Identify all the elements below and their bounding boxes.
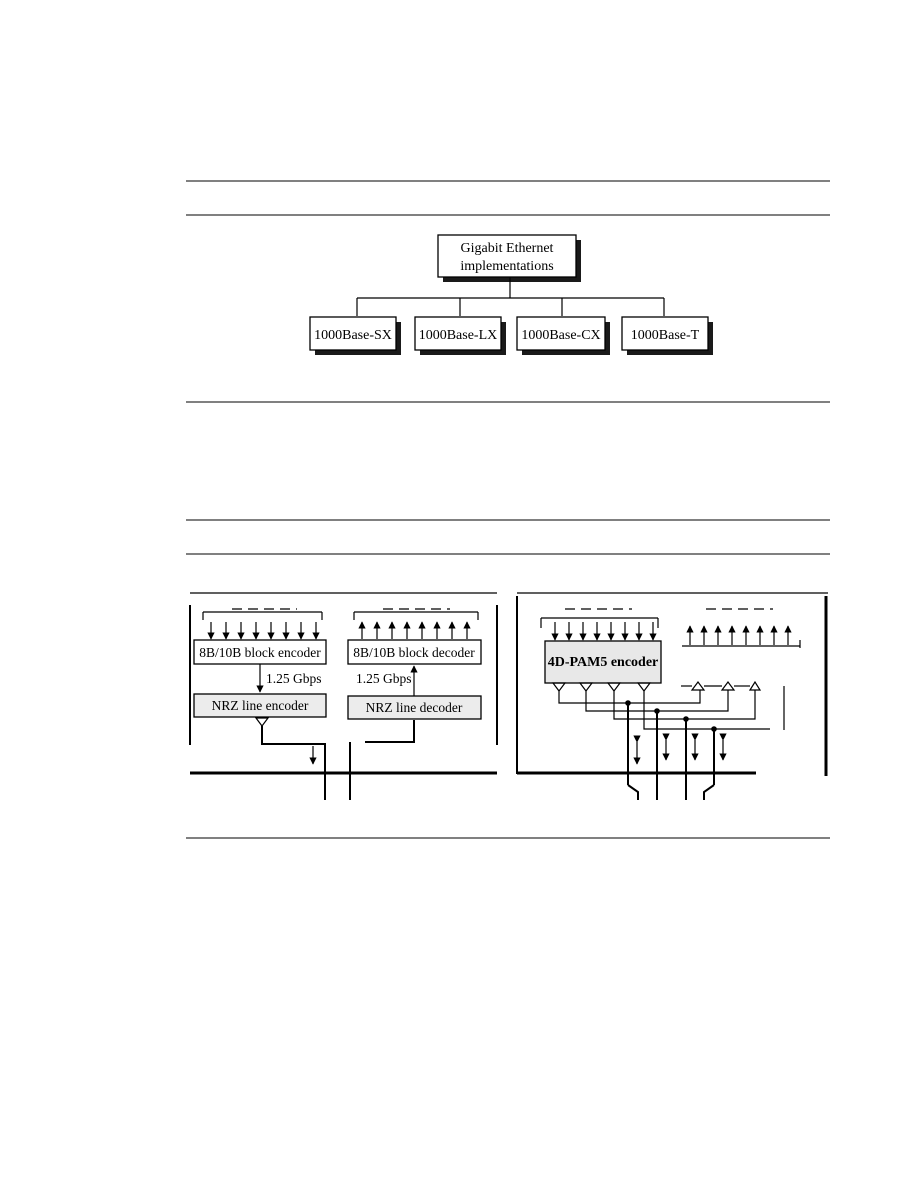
root-box: Gigabit Ethernet implementations	[437, 234, 581, 282]
tree-connectors	[356, 277, 665, 316]
encoding-diagram-left: 8B/10B block encoder 8B/10B block decode…	[189, 592, 498, 800]
svg-text:1000Base-LX: 1000Base-LX	[419, 328, 498, 343]
input-bits-down-arrows	[202, 608, 323, 640]
rx-rate-label: 1.25 Gbps	[356, 671, 412, 686]
child-box-cx: 1000Base-CX	[516, 316, 610, 355]
svg-text:1000Base-SX: 1000Base-SX	[314, 328, 392, 343]
pam5-wiring	[558, 690, 770, 800]
child-box-lx: 1000Base-LX	[414, 316, 506, 355]
pam5-output-up-arrows	[682, 608, 801, 648]
pam5-input-down-arrows	[540, 608, 659, 641]
svg-text:1000Base-CX: 1000Base-CX	[521, 328, 600, 343]
bidirectional-arrows	[633, 733, 727, 765]
nrz-line-decoder-box: NRZ line decoder	[347, 695, 482, 720]
tx-rate-label: 1.25 Gbps	[266, 671, 322, 686]
svg-text:NRZ line decoder: NRZ line decoder	[366, 700, 463, 715]
block-encoder-box: 8B/10B block encoder	[193, 639, 327, 665]
root-label-line1: Gigabit Ethernet	[461, 241, 554, 256]
child-box-sx: 1000Base-SX	[309, 316, 401, 355]
svg-text:4D-PAM5 encoder: 4D-PAM5 encoder	[548, 655, 659, 670]
svg-text:NRZ line encoder: NRZ line encoder	[212, 698, 309, 713]
pam5-encoder-box: 4D-PAM5 encoder	[544, 640, 662, 684]
svg-text:1000Base-T: 1000Base-T	[631, 328, 700, 343]
svg-text:8B/10B block decoder: 8B/10B block decoder	[353, 645, 475, 660]
figure-rules	[186, 180, 830, 839]
child-box-t: 1000Base-T	[621, 316, 713, 355]
implementations-tree: Gigabit Ethernet implementations 1000Bas…	[309, 234, 713, 355]
svg-text:8B/10B block encoder: 8B/10B block encoder	[199, 645, 321, 660]
output-bits-up-arrows	[353, 608, 479, 639]
encoding-diagram-right: 4D-PAM5 encoder	[516, 592, 828, 800]
block-decoder-box: 8B/10B block decoder	[347, 639, 482, 665]
nrz-line-encoder-box: NRZ line encoder	[193, 693, 327, 718]
root-label-line2: implementations	[460, 259, 553, 274]
